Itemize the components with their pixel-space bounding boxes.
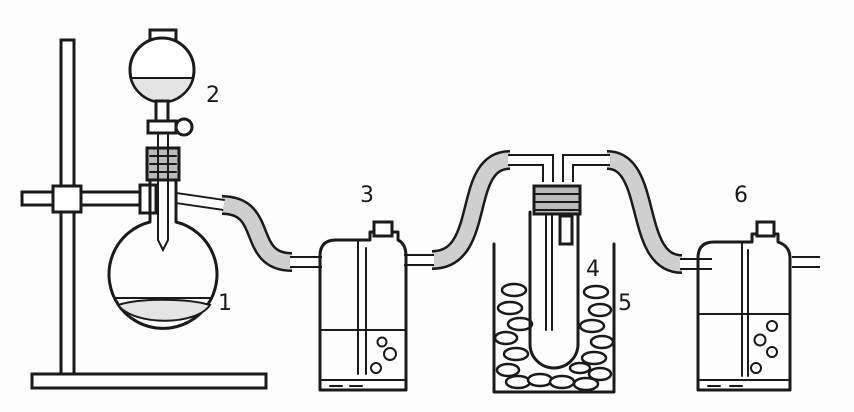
glass-tubes xyxy=(175,154,820,270)
stopcock-handle xyxy=(174,117,194,137)
label-flask: 1 xyxy=(218,291,232,316)
label-bottle-6: 6 xyxy=(734,183,748,208)
wash-bottle-6 xyxy=(696,220,792,392)
round-bottom-flask xyxy=(107,134,219,330)
stopcock xyxy=(146,119,178,135)
label-u-tube: 4 xyxy=(586,257,600,282)
clamp-jaw xyxy=(138,183,158,215)
wash-bottle-3 xyxy=(318,220,408,392)
label-bath: 5 xyxy=(618,291,632,316)
label-dropping-funnel: 2 xyxy=(206,83,220,108)
flask-liquid xyxy=(116,298,212,322)
funnel-stem xyxy=(157,134,169,253)
retort-stand xyxy=(20,38,268,390)
ice-bath xyxy=(492,242,616,394)
rubber-tubing xyxy=(221,150,684,274)
clamp-boss xyxy=(51,184,83,214)
stand-base xyxy=(30,372,268,390)
label-bottle-3: 3 xyxy=(360,183,374,208)
dropping-funnel xyxy=(128,28,196,137)
funnel-liquid xyxy=(129,77,195,104)
clamp-arm xyxy=(20,190,154,207)
u-tube-receiver xyxy=(528,184,582,370)
